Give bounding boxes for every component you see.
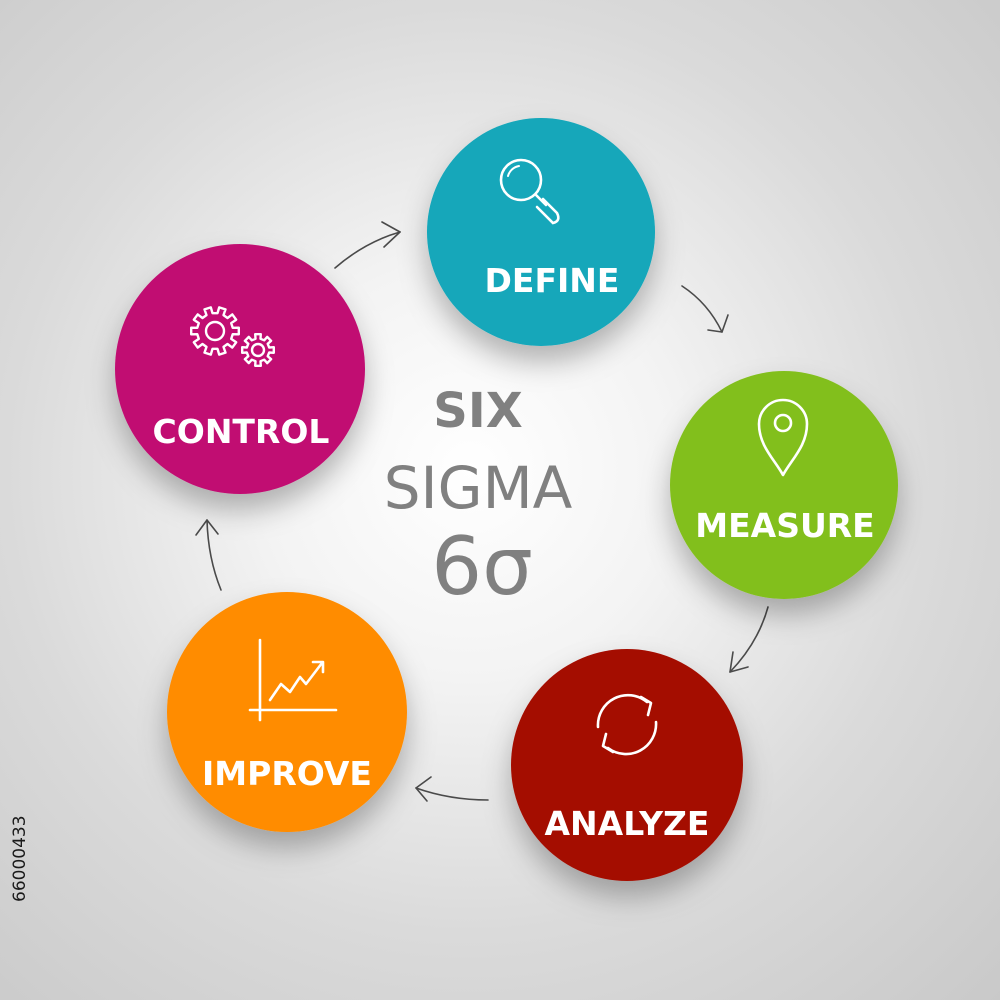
define-label: DEFINE bbox=[485, 261, 620, 300]
stock-id-watermark: 66000433 bbox=[10, 815, 30, 902]
title-line-sigma: SIGMA bbox=[384, 454, 573, 522]
step-analyze[interactable]: ANALYZE bbox=[511, 649, 743, 881]
growth-chart-icon bbox=[248, 638, 338, 722]
arrow-improve-to-control bbox=[195, 519, 222, 591]
analyze-label: ANALYZE bbox=[545, 804, 710, 843]
stock-id-text: 66000433 bbox=[10, 815, 30, 902]
improve-label: IMPROVE bbox=[202, 754, 372, 793]
step-improve[interactable]: IMPROVE bbox=[167, 592, 407, 832]
analyze-circle bbox=[511, 649, 743, 881]
measure-circle bbox=[670, 371, 898, 599]
control-circle bbox=[115, 244, 365, 494]
center-title: SIX SIGMA 6σ bbox=[384, 383, 573, 613]
step-control[interactable]: CONTROL bbox=[115, 244, 365, 494]
step-measure[interactable]: MEASURE bbox=[670, 371, 898, 599]
gears-icon bbox=[190, 306, 275, 367]
location-pin-icon bbox=[757, 398, 809, 477]
magnifier-icon bbox=[499, 158, 560, 225]
arrow-define-to-measure bbox=[681, 285, 729, 333]
arrow-control-to-define bbox=[334, 221, 401, 269]
refresh-cycle-icon bbox=[596, 693, 658, 756]
arrow-analyze-to-improve bbox=[415, 776, 489, 802]
define-circle bbox=[427, 118, 655, 346]
sigma-symbol: 6σ bbox=[431, 520, 533, 613]
arrow-measure-to-analyze bbox=[729, 606, 769, 673]
improve-circle bbox=[167, 592, 407, 832]
title-line-six: SIX bbox=[433, 383, 522, 439]
measure-label: MEASURE bbox=[695, 506, 874, 545]
control-label: CONTROL bbox=[153, 412, 330, 451]
step-define[interactable]: DEFINE bbox=[427, 118, 655, 346]
